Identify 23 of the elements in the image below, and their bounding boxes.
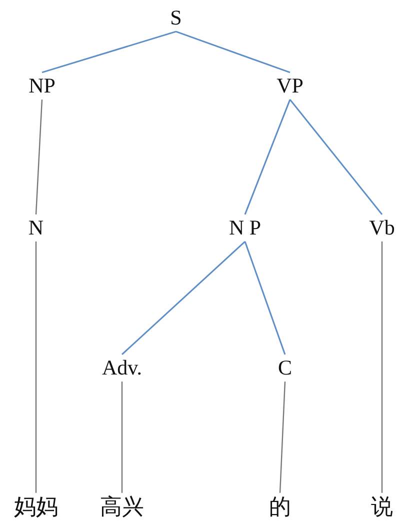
tree-node-label: 高兴	[100, 494, 144, 520]
tree-branch-line	[176, 30, 290, 74]
tree-node-label: VP	[276, 74, 304, 98]
vertical-branch-line	[121, 382, 123, 493]
vertical-branch-line	[279, 382, 286, 493]
tree-branch-line	[289, 99, 383, 215]
tree-node-label: Vb	[369, 216, 395, 240]
tree-branch-line	[42, 30, 176, 74]
tree-branch-line	[244, 99, 291, 215]
tree-node-label: S	[170, 6, 182, 30]
tree-node-label: C	[278, 356, 292, 380]
tree-node-label: 的	[269, 494, 291, 520]
tree-branch-line	[122, 241, 246, 355]
vertical-branch-line	[35, 242, 37, 493]
tree-branch-line	[244, 241, 286, 355]
tree-node-label: N P	[228, 216, 262, 240]
vertical-branch-line	[35, 100, 43, 214]
tree-node-label: 妈妈	[14, 494, 58, 520]
tree-node-label: Adv.	[102, 356, 142, 380]
tree-node-label: 说	[371, 494, 393, 520]
tree-node-label: N	[28, 216, 44, 240]
tree-node-label: NP	[28, 74, 56, 98]
vertical-branch-line	[381, 242, 383, 493]
